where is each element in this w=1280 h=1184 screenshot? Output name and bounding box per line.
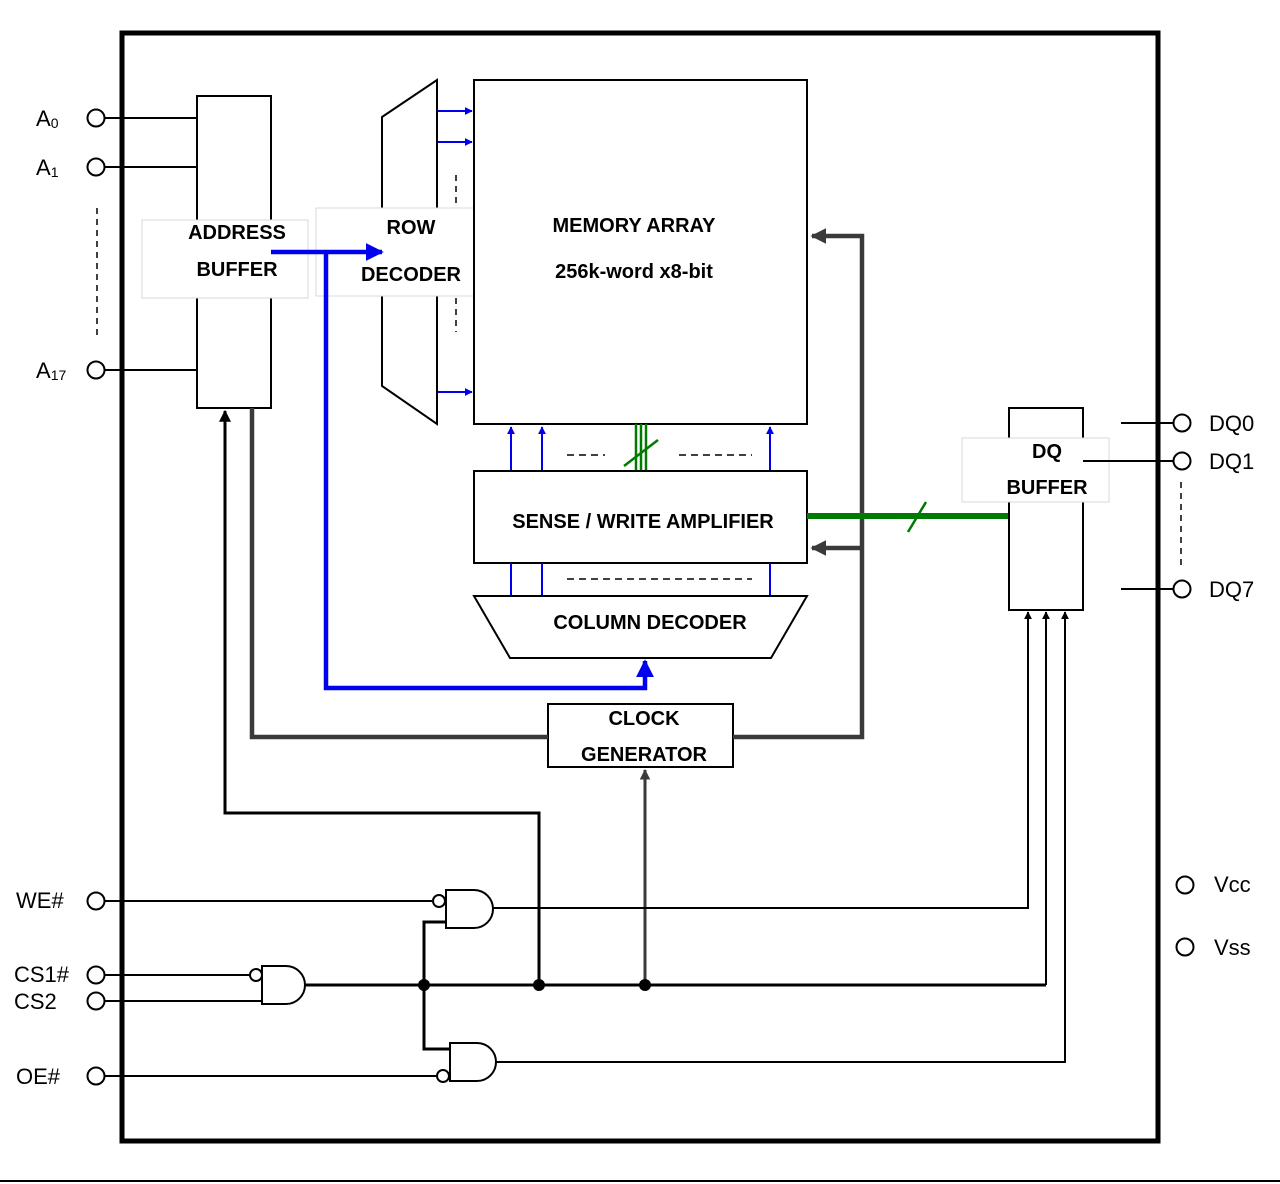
- memory-array-block: MEMORY ARRAY 256k-word x8-bit: [473, 79, 808, 425]
- pin-oe-terminal: [86, 1066, 106, 1086]
- pin-dq7-terminal: [1172, 579, 1192, 599]
- junction-dot: [639, 979, 651, 991]
- we-inverter-bubble: [432, 894, 446, 908]
- pin-vcc-terminal: [1175, 875, 1195, 895]
- cs-and-gate: [249, 965, 306, 1005]
- pin-we-label: WE#: [16, 888, 64, 913]
- pin-a0: A0: [36, 106, 198, 131]
- column-decoder-label: COLUMN DECODER: [553, 612, 747, 634]
- address-buffer-label-2: BUFFER: [196, 259, 278, 281]
- pin-a17-terminal: [86, 360, 106, 380]
- memory-array-title: MEMORY ARRAY: [553, 215, 717, 237]
- sense-write-amplifier-label: SENSE / WRITE AMPLIFIER: [512, 511, 774, 533]
- address-buffer-label-1: ADDRESS: [188, 222, 286, 244]
- control-wiring: [219, 409, 1069, 1063]
- word-line-arrows: [438, 107, 473, 396]
- pin-cs2: CS2: [14, 989, 262, 1014]
- pin-dq7-label: DQ7: [1209, 577, 1254, 602]
- column-select-lines: [510, 563, 771, 596]
- clock-generator-block: CLOCK GENERATOR: [547, 703, 734, 768]
- pin-dq1-label: DQ1: [1209, 449, 1254, 474]
- dq-buffer-block: DQ BUFFER: [961, 407, 1110, 611]
- pin-a17-label: A17: [36, 358, 66, 383]
- bit-lines: [507, 424, 774, 470]
- pin-cs1-terminal: [86, 965, 106, 985]
- row-decoder-label-2: DECODER: [361, 264, 462, 286]
- pin-dq1: DQ1: [1083, 449, 1254, 474]
- dq-buffer-label-2: BUFFER: [1006, 477, 1088, 499]
- pin-oe-label: OE#: [16, 1064, 61, 1089]
- pin-cs2-terminal: [86, 991, 106, 1011]
- pin-dq0: DQ0: [1121, 411, 1254, 436]
- cs1-inverter-bubble: [249, 968, 263, 982]
- clock-lines: [249, 228, 865, 985]
- clock-generator-label-2: GENERATOR: [581, 744, 707, 766]
- pin-a17: A17: [36, 358, 198, 383]
- pin-we-terminal: [86, 891, 106, 911]
- pin-cs1-label: CS1#: [14, 962, 70, 987]
- pin-cs1: CS1#: [14, 962, 249, 987]
- junction-dot: [533, 979, 545, 991]
- memory-array-size: 256k-word x8-bit: [555, 261, 713, 283]
- column-decoder-block: COLUMN DECODER: [472, 595, 809, 659]
- pin-oe: OE#: [16, 1064, 436, 1089]
- pin-a0-label: A0: [36, 106, 59, 131]
- pin-vss-terminal: [1175, 937, 1195, 957]
- row-decoder-label-1: ROW: [387, 217, 436, 239]
- pin-dq1-terminal: [1172, 451, 1192, 471]
- pin-vcc-label: Vcc: [1214, 872, 1251, 897]
- clock-generator-label-1: CLOCK: [608, 708, 680, 730]
- oe-inverter-bubble: [436, 1069, 450, 1083]
- pin-dq7: DQ7: [1121, 577, 1254, 602]
- pin-cs2-label: CS2: [14, 989, 57, 1014]
- dq-buffer-label-1: DQ: [1032, 441, 1062, 463]
- data-bus: [807, 501, 1008, 533]
- we-and-gate: [432, 889, 494, 929]
- junction-dot: [418, 979, 430, 991]
- chip-outline: [119, 30, 1161, 1144]
- pin-dq0-label: DQ0: [1209, 411, 1254, 436]
- pin-dq0-terminal: [1172, 413, 1192, 433]
- sense-write-amplifier-block: SENSE / WRITE AMPLIFIER: [473, 470, 808, 564]
- pin-we: WE#: [16, 888, 432, 913]
- pin-a1-label: A1: [36, 155, 59, 180]
- pin-a1: A1: [36, 155, 198, 180]
- pin-a0-terminal: [86, 108, 106, 128]
- pin-vcc: Vcc: [1175, 872, 1251, 897]
- address-buffer-block: ADDRESS BUFFER: [141, 95, 309, 409]
- pin-a1-terminal: [86, 157, 106, 177]
- row-decoder-block: ROW DECODER: [315, 78, 477, 426]
- pin-vss-label: Vss: [1214, 935, 1251, 960]
- pin-vss: Vss: [1175, 935, 1251, 960]
- address-bus: [271, 243, 654, 691]
- oe-and-gate: [436, 1042, 497, 1083]
